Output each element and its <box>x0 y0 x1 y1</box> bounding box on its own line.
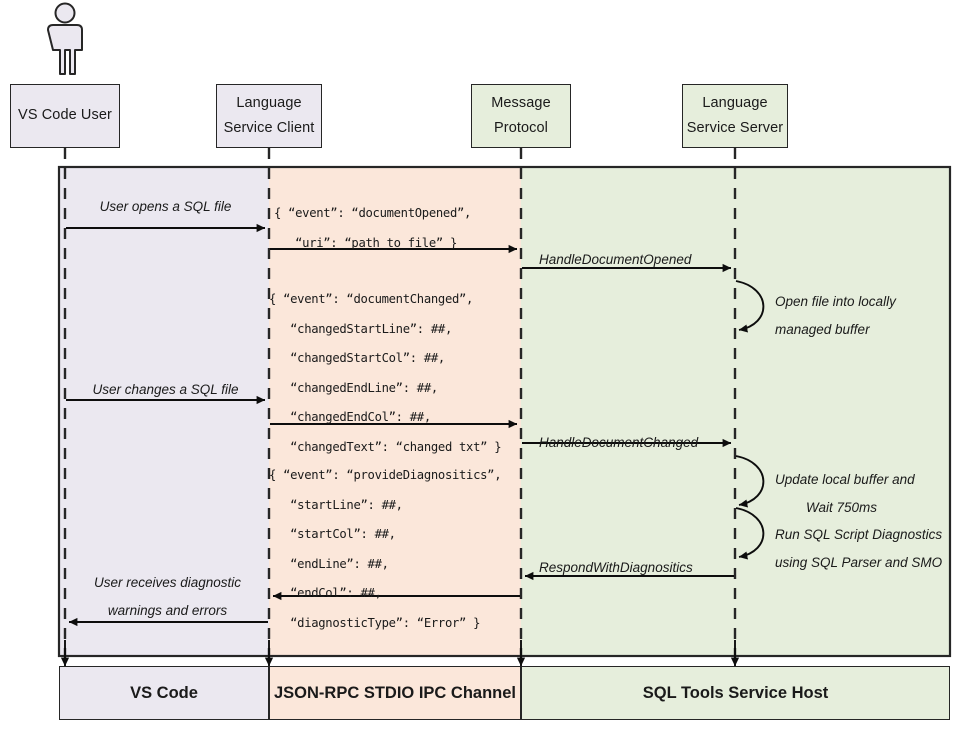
self-note-open-file-line2: managed buffer <box>775 322 870 337</box>
message-label-user-changes-sql-file: User changes a SQL file <box>92 382 239 397</box>
lifeline-label-line2: Service Server <box>686 120 784 136</box>
message-label-user-opens-sql-file: User opens a SQL file <box>99 199 232 214</box>
footer-box-json-rpc-channel[interactable]: JSON-RPC STDIO IPC Channel <box>269 666 521 720</box>
message-label-handle-document-changed: HandleDocumentChanged <box>539 435 699 450</box>
footer-label-sql-tools-service-host: SQL Tools Service Host <box>642 683 829 702</box>
lifeline-header-language-service-client[interactable]: Language Service Client <box>216 84 322 148</box>
vs-code-user-actor-icon <box>47 2 83 75</box>
footer-label-json-rpc-channel: JSON-RPC STDIO IPC Channel <box>273 683 517 702</box>
message-label-user-receives-diagnostics-line1: User receives diagnostic <box>93 575 242 590</box>
lifeline-label-line1: Message <box>491 94 551 111</box>
self-note-run-diagnostics-line1: Run SQL Script Diagnostics <box>775 527 943 542</box>
self-note-open-file-line1: Open file into locally <box>775 294 896 309</box>
message-label-respond-with-diagnositics: RespondWithDiagnositics <box>539 560 693 575</box>
message-label-user-receives-diagnostics-line2: warnings and errors <box>107 603 228 618</box>
message-label-handle-document-opened: HandleDocumentOpened <box>539 252 692 267</box>
lifeline-label-line1: Language <box>236 94 302 111</box>
lifeline-label-line2: Service Client <box>223 120 315 136</box>
self-note-run-diagnostics-line2: using SQL Parser and SMO <box>775 555 943 570</box>
payload-provide-diagnositics: { “event”: “provideDiagnositics”, “start… <box>269 468 502 630</box>
lifeline-header-language-service-server[interactable]: Language Service Server <box>682 84 788 148</box>
lifeline-label-line1: VS Code User <box>18 107 112 124</box>
self-note-update-buffer-line2: Wait 750ms <box>806 500 878 515</box>
lifeline-header-message-protocol[interactable]: Message Protocol <box>471 84 571 148</box>
self-note-update-buffer-line1: Update local buffer and <box>775 472 915 487</box>
footer-label-vs-code: VS Code <box>130 683 198 702</box>
lifeline-header-vs-code-user[interactable]: VS Code User <box>10 84 120 148</box>
footer-box-sql-tools-service-host[interactable]: SQL Tools Service Host <box>521 666 950 720</box>
payload-document-changed: { “event”: “documentChanged”, “changedSt… <box>269 292 502 454</box>
lifeline-label-line2: Protocol <box>494 120 548 136</box>
footer-box-vs-code[interactable]: VS Code <box>59 666 269 720</box>
payload-document-opened: { “event”: “documentOpened”, “uri”: “pat… <box>274 206 472 250</box>
lifeline-label-line1: Language <box>702 94 768 111</box>
